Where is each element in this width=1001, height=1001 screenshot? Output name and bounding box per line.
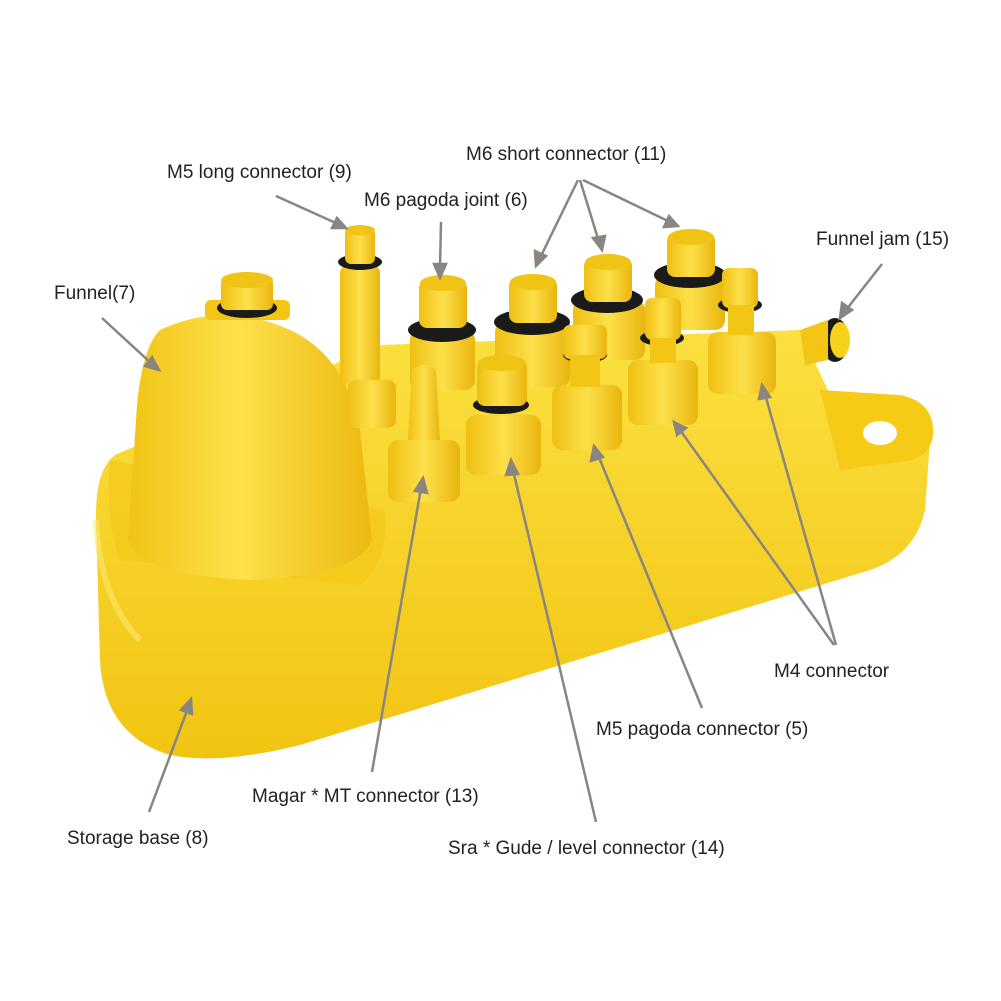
label-magar-mt-connector: Magar * MT connector (13) <box>252 786 479 807</box>
label-funnel-jam: Funnel jam (15) <box>816 229 950 250</box>
label-m6-pagoda-joint: M6 pagoda joint (6) <box>364 190 528 211</box>
label-m4-connector: M4 connector <box>774 661 890 682</box>
funnel-jam-part <box>800 318 850 365</box>
m5-long-connector-part <box>338 225 396 428</box>
m5-pagoda-connector-part <box>552 325 622 450</box>
m4-connector-parts <box>628 268 776 425</box>
label-funnel: Funnel(7) <box>54 283 136 304</box>
label-sra-gude-level-connector: Sra * Gude / level connector (14) <box>448 838 725 859</box>
funnel-part <box>128 272 372 580</box>
callout-lines <box>101 178 883 823</box>
label-m5-pagoda-connector: M5 pagoda connector (5) <box>596 719 809 740</box>
label-storage-base: Storage base (8) <box>67 828 209 849</box>
magar-mt-connector-part <box>388 365 460 502</box>
label-m5-long-connector: M5 long connector (9) <box>167 162 352 183</box>
sra-gude-level-connector-part <box>466 355 541 475</box>
label-m6-short-connector: M6 short connector (11) <box>466 144 667 165</box>
